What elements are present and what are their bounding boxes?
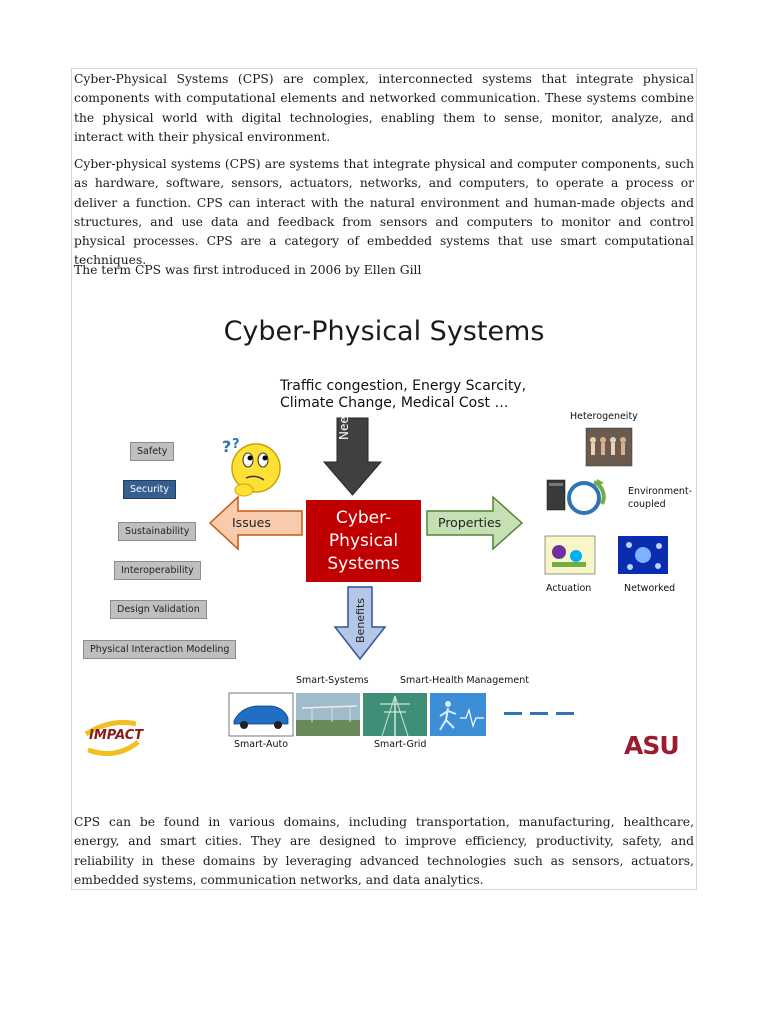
issues-arrow: [208, 495, 303, 551]
page-border: [71, 68, 697, 890]
smart-health-label: Smart-Health Management: [400, 675, 529, 686]
issues-label: Issues: [232, 515, 271, 530]
smart-grid-image: [363, 693, 427, 737]
impact-logo-icon: [84, 719, 140, 757]
center-line-3: Systems: [327, 553, 400, 574]
cps-diagram: Cyber-Physical Systems Traffic congestio…: [72, 290, 696, 790]
svg-text:?: ?: [222, 437, 231, 456]
diagram-arrows: ? ?: [84, 417, 668, 757]
issue-sustainability: Sustainability: [118, 522, 197, 541]
networked-label: Networked: [624, 583, 676, 594]
smart-auto-label: Smart-Auto: [234, 739, 289, 750]
smart-auto-image: [228, 692, 294, 737]
paragraph-origin: The term CPS was first introduced in 200…: [74, 263, 422, 277]
heterogeneity-label: Heterogeneity: [570, 411, 638, 422]
issue-security: Security: [123, 480, 177, 499]
need-text: Traffic congestion, Energy Scarcity, Cli…: [280, 378, 526, 412]
heterogeneity-image: [585, 427, 633, 467]
impact-logo: IMPACT: [89, 728, 144, 743]
issue-interoperability: Interoperability: [114, 561, 201, 580]
need-arrow: [322, 417, 383, 496]
environment-coupled-image: [546, 479, 606, 515]
smart-health-image: [430, 693, 486, 736]
need-line-2: Climate Change, Medical Cost …: [280, 395, 509, 411]
environment-label-2: coupled: [628, 499, 666, 510]
issue-safety: Safety: [130, 442, 175, 461]
cps-center-box: Cyber- Physical Systems: [306, 500, 421, 582]
more-dashes: [504, 712, 574, 715]
properties-label: Properties: [438, 515, 502, 530]
smart-systems-label: Smart-Systems: [296, 675, 369, 686]
center-line-2: Physical: [328, 530, 399, 551]
smart-grid-label: Smart-Grid: [374, 739, 427, 750]
paragraph-definition: Cyber-physical systems (CPS) are systems…: [74, 157, 694, 268]
diagram-title: Cyber-Physical Systems: [223, 316, 545, 347]
thinking-smiley-icon: ? ?: [222, 437, 281, 497]
networked-image: [618, 536, 668, 574]
issue-physical-interaction-modeling: Physical Interaction Modeling: [83, 640, 237, 659]
svg-text:?: ?: [232, 437, 240, 452]
actuation-image: [544, 535, 596, 575]
benefits-label: Benefits: [354, 597, 367, 643]
paragraph-domains: CPS can be found in various domains, inc…: [74, 815, 694, 887]
benefits-arrow: [333, 586, 387, 661]
properties-arrow: [426, 495, 524, 551]
smart-systems-image: [296, 693, 360, 736]
need-line-1: Traffic congestion, Energy Scarcity,: [280, 378, 527, 394]
center-line-1: Cyber-: [335, 507, 392, 528]
actuation-label: Actuation: [546, 583, 592, 594]
need-label: Need: [337, 408, 351, 440]
issue-design-validation: Design Validation: [110, 600, 207, 619]
asu-logo: ASU: [624, 731, 680, 760]
paragraph-intro: Cyber-Physical Systems (CPS) are complex…: [74, 72, 694, 144]
environment-label-1: Environment-: [628, 486, 693, 497]
